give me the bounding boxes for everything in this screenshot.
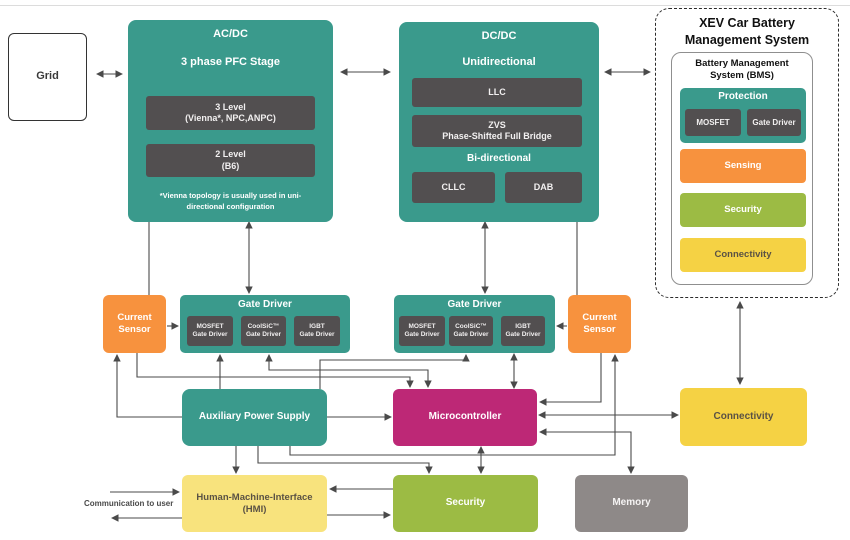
- acdc-2level-box: 2 Level (B6): [146, 144, 315, 177]
- bms-mosfet-label: MOSFET: [696, 117, 730, 127]
- acdc-title: AC/DC: [213, 28, 248, 40]
- gd-left-igbt-line2: Gate Driver: [299, 331, 335, 338]
- gate-driver-right-title: Gate Driver: [447, 299, 502, 310]
- bms-security-label: Security: [724, 204, 762, 216]
- gd-left-mosfet-line2: Gate Driver: [192, 331, 228, 338]
- bms-gate-driver-box: Gate Driver: [747, 109, 801, 136]
- gd-right-igbt-line2: Gate Driver: [505, 331, 541, 338]
- gate-driver-left-box: Gate Driver MOSFET Gate Driver CoolSiC™ …: [180, 295, 350, 353]
- connectivity-label: Connectivity: [713, 410, 774, 422]
- dcdc-box: DC/DC Unidirectional LLC ZVS Phase-Shift…: [399, 22, 599, 222]
- communication-to-user-label: Communication to user: [84, 499, 174, 508]
- dcdc-llc-box: LLC: [412, 78, 582, 107]
- aux-power-supply-box: Auxiliary Power Supply: [182, 389, 327, 446]
- gate-driver-left-title: Gate Driver: [238, 299, 292, 310]
- dcdc-title: DC/DC: [481, 30, 517, 42]
- dcdc-zvs-line2: Phase-Shifted Full Bridge: [442, 131, 552, 141]
- bms-inner-title-line2: System (BMS): [710, 70, 774, 82]
- connector-gd-left-mcu: [265, 354, 432, 388]
- current-sensor-right-line1: Current: [582, 312, 617, 324]
- gate-driver-right-igbt-box: IGBT Gate Driver: [501, 316, 545, 346]
- xev-bms-outer-box: XEV Car Battery Management System Batter…: [655, 8, 839, 298]
- current-sensor-left-box: Current Sensor: [103, 295, 166, 353]
- bms-inner-title: Battery Management System (BMS): [672, 58, 812, 83]
- xev-bms-title-line1: XEV Car Battery: [699, 16, 795, 30]
- gate-driver-right-mosfet-box: MOSFET Gate Driver: [399, 316, 445, 346]
- gd-right-mosfet-line2: Gate Driver: [404, 331, 440, 338]
- gate-driver-left-coolsic-box: CoolSiC™ Gate Driver: [241, 316, 286, 346]
- xev-bms-title-line2: Management System: [684, 32, 810, 47]
- grid-box: Grid: [8, 33, 87, 121]
- gd-left-mosfet-line1: MOSFET: [196, 322, 224, 330]
- dcdc-bidirectional-label: Bi-directional: [467, 153, 531, 164]
- gd-right-coolsic-line1: CoolSiC™: [455, 322, 487, 330]
- acdc-footnote: *Vienna topology is usually used in uni-…: [128, 191, 333, 212]
- security-label: Security: [445, 497, 486, 509]
- acdc-footnote-line1: *Vienna topology is usually used in uni-: [159, 191, 302, 200]
- gd-right-coolsic-line2: Gate Driver: [453, 331, 489, 338]
- gd-right-mosfet-line1: MOSFET: [408, 322, 436, 330]
- gate-driver-left-igbt-box: IGBT Gate Driver: [294, 316, 340, 346]
- microcontroller-label: Microcontroller: [428, 411, 502, 423]
- current-sensor-right-box: Current Sensor: [568, 295, 631, 353]
- bms-sensing-label: Sensing: [724, 160, 762, 172]
- connector-cs-right-mcu: [539, 353, 602, 406]
- acdc-3level-box: 3 Level (Vienna*, NPC,ANPC): [146, 96, 315, 130]
- aux-power-supply-label: Auxiliary Power Supply: [198, 411, 311, 423]
- dcdc-zvs-box: ZVS Phase-Shifted Full Bridge: [412, 115, 582, 147]
- connector-aps-security: [257, 446, 433, 474]
- gd-left-coolsic-line1: CoolSiC™: [247, 322, 280, 330]
- bms-gate-driver-label: Gate Driver: [752, 117, 796, 127]
- dcdc-cllc-box: CLLC: [412, 172, 495, 203]
- gd-right-igbt-line1: IGBT: [515, 322, 531, 330]
- bms-protection-box: Protection MOSFET Gate Driver: [680, 88, 806, 143]
- acdc-2level-line2: (B6): [221, 160, 240, 171]
- security-box: Security: [393, 475, 538, 532]
- dcdc-cllc-label: CLLC: [441, 181, 466, 192]
- acdc-footnote-line2: directional configuration: [186, 201, 275, 211]
- bms-mosfet-box: MOSFET: [685, 109, 741, 136]
- acdc-2level-line1: 2 Level: [215, 149, 246, 160]
- bms-connectivity-box: Connectivity: [680, 238, 806, 272]
- connector-aps-cs-right: [289, 354, 619, 456]
- connector-aps-gd-right: [319, 354, 470, 389]
- bms-protection-title: Protection: [718, 91, 768, 102]
- gate-driver-right-box: Gate Driver MOSFET Gate Driver CoolSiC™ …: [394, 295, 555, 353]
- acdc-3level-line2: (Vienna*, NPC,ANPC): [185, 113, 276, 123]
- dcdc-unidirectional-label: Unidirectional: [462, 55, 536, 68]
- connector-aps-cs-left: [113, 354, 182, 418]
- gd-left-coolsic-line2: Gate Driver: [245, 331, 282, 338]
- top-rule: [0, 5, 850, 6]
- hmi-box: Human-Machine-Interface (HMI): [182, 475, 327, 532]
- hmi-line1: Human-Machine-Interface: [196, 491, 313, 503]
- bms-sensing-box: Sensing: [680, 149, 806, 183]
- dcdc-dab-label: DAB: [533, 181, 554, 192]
- acdc-box: AC/DC 3 phase PFC Stage 3 Level (Vienna*…: [128, 20, 333, 222]
- bms-security-box: Security: [680, 193, 806, 227]
- gd-left-igbt-line1: IGBT: [309, 322, 325, 330]
- dcdc-zvs-line1: ZVS: [488, 119, 506, 130]
- current-sensor-right-line2: Sensor: [583, 324, 616, 335]
- bms-inner-title-line1: Battery Management: [695, 58, 789, 69]
- hmi-line2: (HMI): [242, 503, 267, 515]
- microcontroller-box: Microcontroller: [393, 389, 537, 446]
- connector-mcu-memory: [539, 428, 635, 474]
- grid-label: Grid: [36, 70, 59, 83]
- dcdc-dab-box: DAB: [505, 172, 582, 203]
- memory-label: Memory: [612, 497, 651, 509]
- current-sensor-left-line2: Sensor: [118, 324, 151, 335]
- gate-driver-right-coolsic-box: CoolSiC™ Gate Driver: [449, 316, 493, 346]
- acdc-3level-line1: 3 Level: [215, 101, 246, 112]
- acdc-subtitle: 3 phase PFC Stage: [180, 55, 281, 68]
- xev-bms-title: XEV Car Battery Management System: [656, 15, 838, 49]
- bms-connectivity-label: Connectivity: [714, 249, 772, 261]
- dcdc-llc-label: LLC: [488, 86, 506, 97]
- gate-driver-left-mosfet-box: MOSFET Gate Driver: [187, 316, 233, 346]
- bms-inner-box: Battery Management System (BMS) Protecti…: [671, 52, 813, 285]
- memory-box: Memory: [575, 475, 688, 532]
- current-sensor-left-line1: Current: [117, 312, 152, 324]
- connectivity-box: Connectivity: [680, 388, 807, 446]
